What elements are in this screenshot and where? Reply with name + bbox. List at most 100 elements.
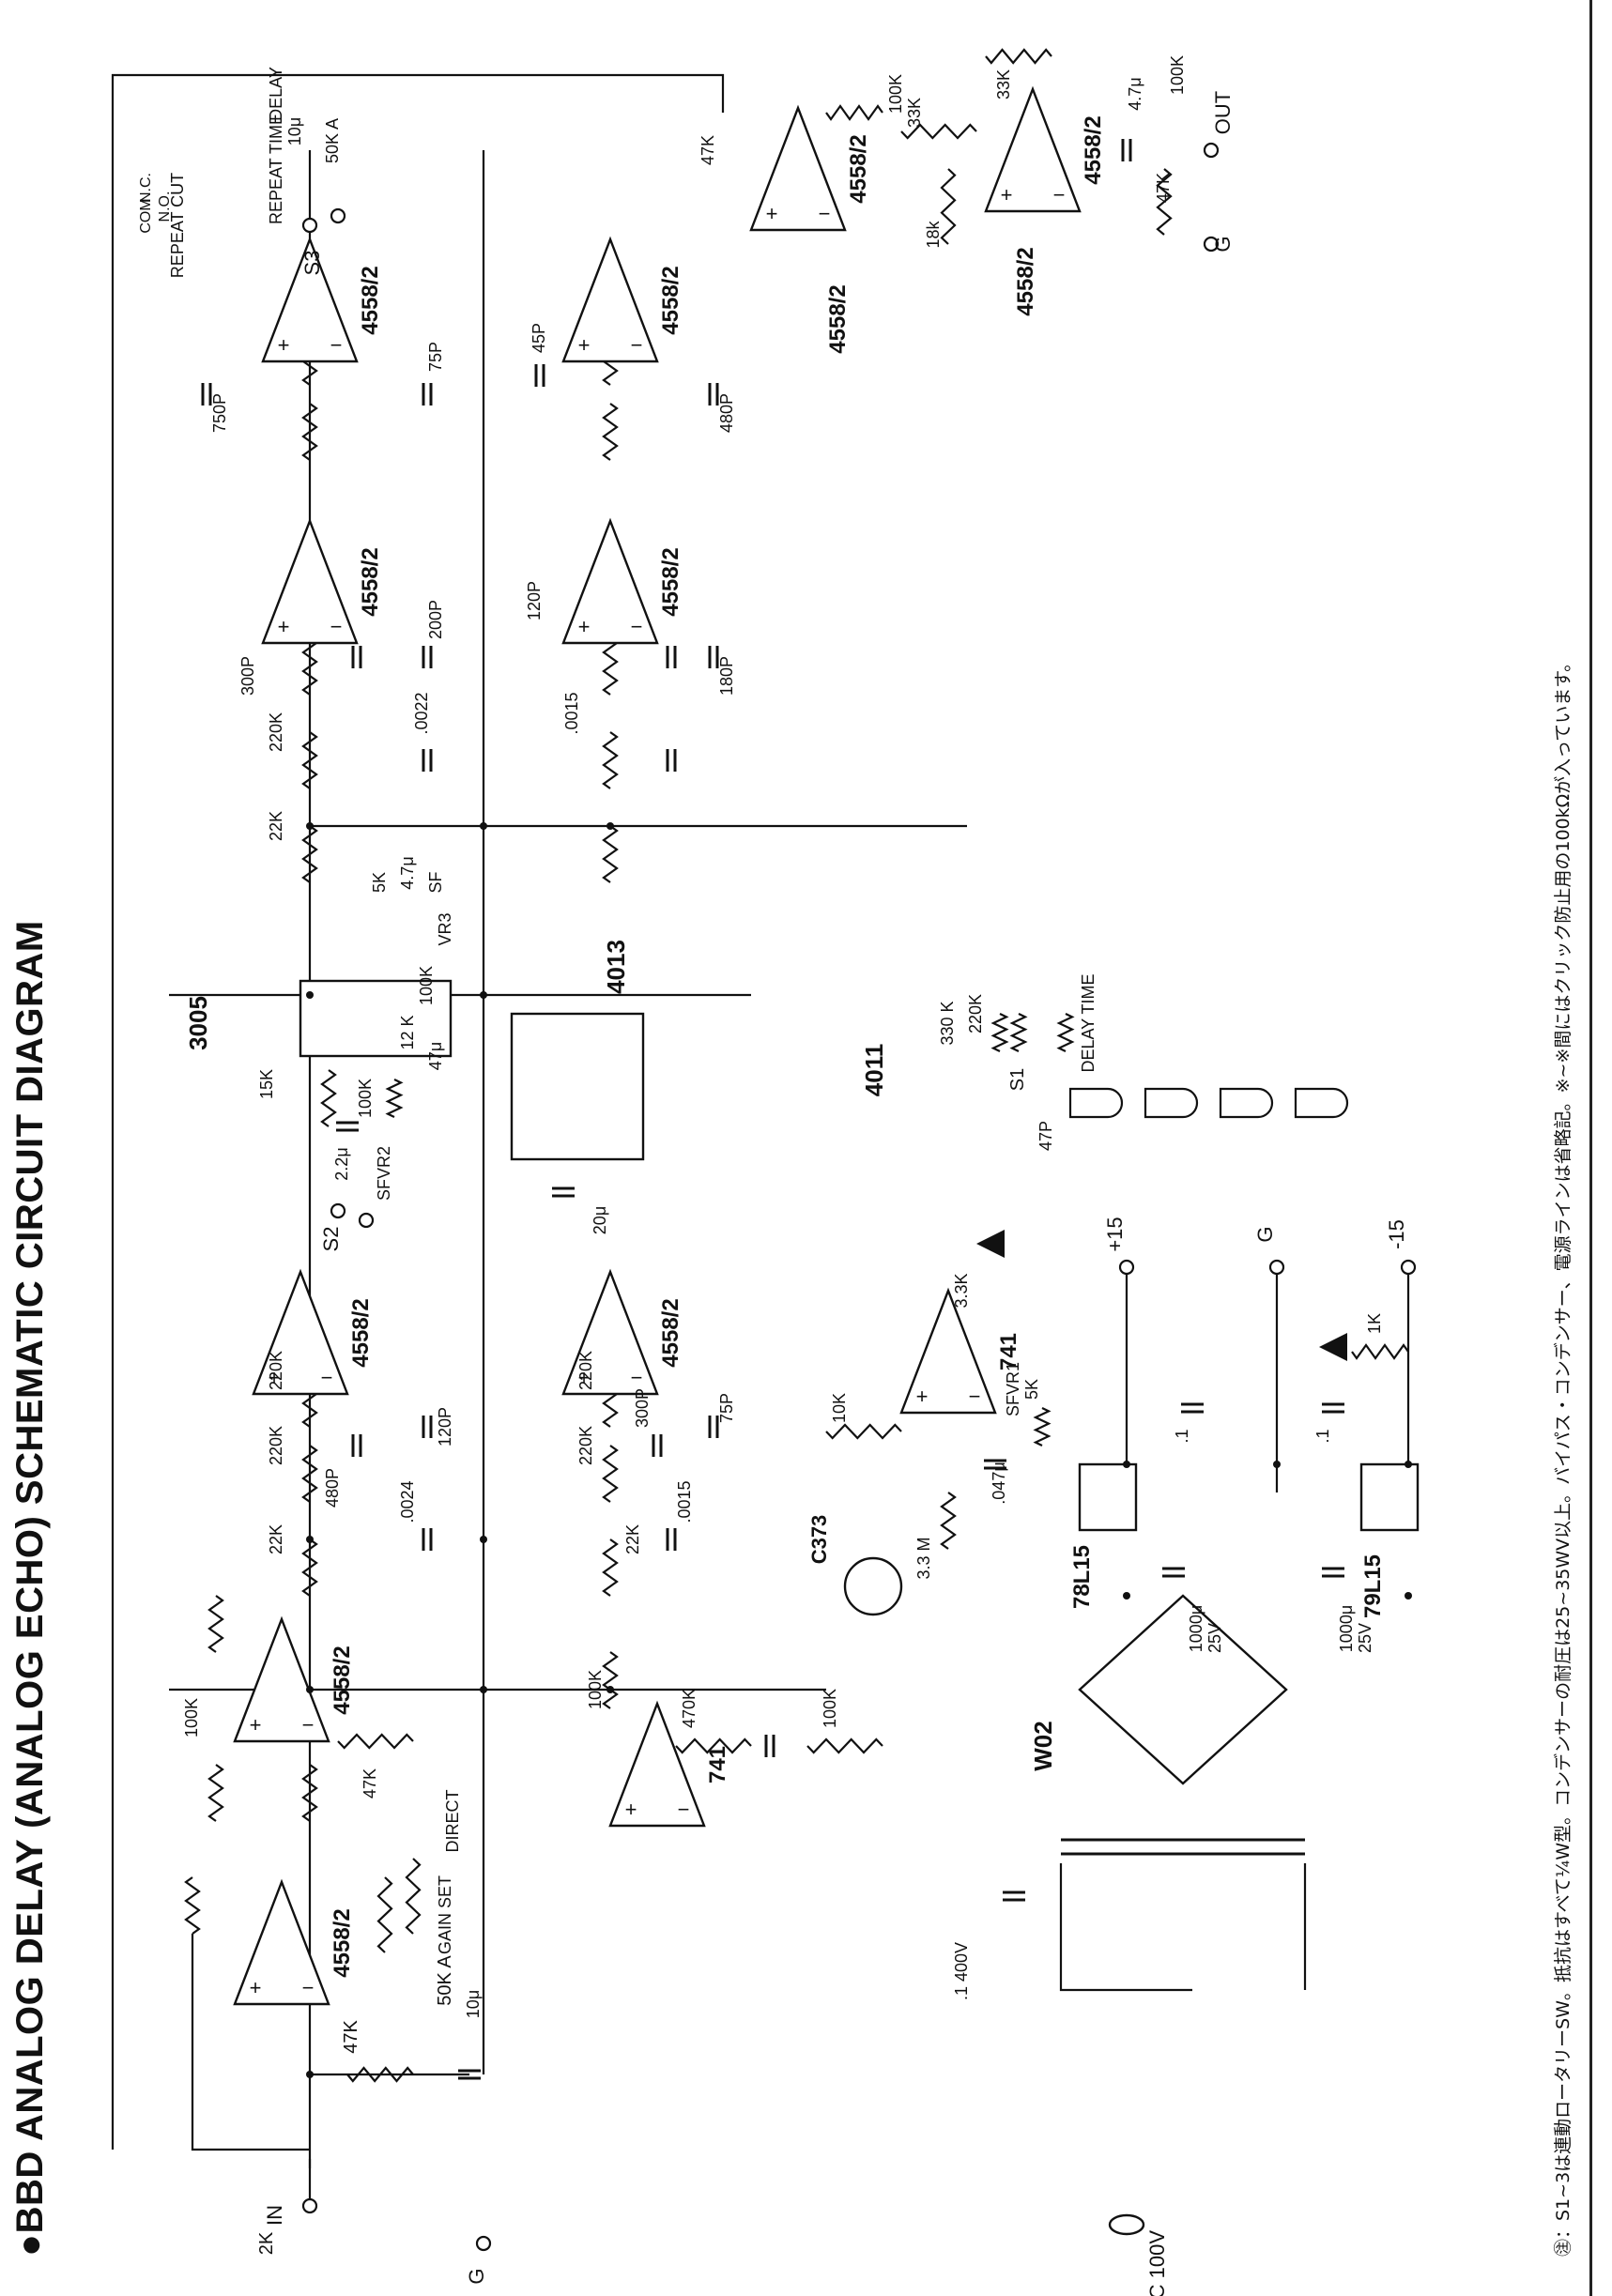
lbl-100k-b: 100K: [356, 1079, 375, 1118]
res-100k-c373: [806, 1737, 883, 1754]
chip-3005: [299, 979, 453, 1058]
pot-50ka-direct: [405, 1858, 422, 1935]
lbl-78l15: 78L15: [1069, 1545, 1095, 1609]
res-3m3: [940, 1492, 957, 1550]
plus-15-terminal: [1118, 1259, 1135, 1276]
lbl-g-in: G: [465, 2268, 488, 2284]
lbl-47u: 47μ: [426, 1042, 445, 1070]
opamp-sum-body: [233, 1615, 330, 1743]
res-100k-741: [602, 1651, 619, 1709]
ground-in-jack: [475, 2235, 492, 2252]
lbl-delay: DELAY: [267, 67, 285, 121]
lbl-75p-u: 75P: [426, 342, 445, 372]
lbl-4u7-sf: 4.7μ: [398, 856, 417, 889]
lbl-15k: 15K: [257, 1069, 276, 1099]
lbl-47k-sum: 47K: [361, 1768, 379, 1799]
res-100k-osc: [1056, 1013, 1075, 1052]
lbl-4u7-out: 4.7μ: [1126, 77, 1144, 110]
lbl-220k-l2: 220K: [267, 1351, 285, 1390]
ground-pwr-terminal: [1268, 1259, 1285, 1276]
in-jack: [301, 2197, 318, 2214]
opamp-741b: +−: [899, 1287, 997, 1415]
nand-gate: [1219, 1087, 1274, 1119]
res-15k: [320, 1069, 337, 1127]
junction-dot: [1405, 1592, 1412, 1600]
res-100k-sum-a: [207, 1764, 224, 1822]
lbl-0015-m: .0015: [675, 1480, 694, 1523]
opamp-out2-plus: +: [1001, 183, 1013, 207]
junction-dot: [306, 2071, 314, 2078]
wire: [191, 1934, 310, 2151]
lbl-22k-l1: 22K: [267, 1524, 285, 1554]
res-1k: [1351, 1343, 1409, 1360]
lbl-100k-out2: 100K: [886, 74, 905, 114]
lbl-g-pwr: G: [1253, 1226, 1277, 1242]
lbl-79l15: 79L15: [1360, 1554, 1386, 1618]
lbl-u-out1b: 4558/2: [825, 284, 851, 353]
res-220k-u4: [602, 637, 619, 696]
lbl-3005: 3005: [184, 996, 212, 1050]
res-220k-u7: [602, 403, 619, 461]
res-22k-l1: [301, 1538, 318, 1597]
res-470k: [675, 1737, 752, 1754]
opamp-out2-label: 4558/2: [1081, 115, 1106, 184]
lbl-47k-out: 47K: [699, 135, 717, 165]
lbl-s2: S2: [319, 1227, 343, 1252]
lbl-50ka: 50K A: [435, 1955, 455, 2006]
opamp-741a-plus: +: [625, 1798, 637, 1821]
res-22k-u1: [301, 825, 318, 883]
res-10k-741b: [825, 1423, 902, 1440]
opamp-741a: +−: [608, 1700, 706, 1828]
opamp-out1-body: [749, 104, 847, 232]
junction-dot: [606, 822, 614, 830]
opamp-741a-minus: −: [678, 1798, 690, 1821]
lbl-gain-set: GAIN SET: [436, 1875, 454, 1954]
lbl-1000u-a: 1000μ: [1187, 1605, 1205, 1652]
lbl-100k-c: 100K: [821, 1689, 839, 1728]
lbl-47k: 47K: [341, 2020, 361, 2054]
lbl-12k: 12 K: [398, 1015, 417, 1049]
opamp-lp1: +−: [252, 1268, 349, 1396]
ground-out-jack: [1203, 236, 1220, 253]
lbl-01a: .1: [1173, 1429, 1191, 1443]
res-100k-fb: [207, 1595, 224, 1653]
lbl-180p: 180P: [717, 656, 736, 696]
opamp-741b-minus: −: [969, 1385, 981, 1408]
lbl-1k: 1K: [1365, 1313, 1384, 1334]
lbl-delay-time: DELAY TIME: [1079, 973, 1098, 1072]
opamp-lpo4: +−: [561, 236, 659, 363]
page-border: [1589, 0, 1592, 2296]
bridge-rectifier: [1078, 1594, 1288, 1785]
res-22k-m1: [602, 1538, 619, 1597]
lbl-18k: 18k: [924, 220, 943, 248]
junction-dot: [480, 1536, 487, 1543]
opamp-lp1-label: 4558/2: [348, 1298, 374, 1367]
res-100k-gain: [376, 1876, 393, 1953]
lbl-220k-m2: 220K: [576, 1351, 595, 1390]
res-47k-in: [346, 2066, 414, 2083]
opamp-lp2-plus: +: [578, 1366, 591, 1389]
opamp-741b-label: 741: [996, 1333, 1021, 1370]
junction-dot: [1273, 1461, 1281, 1468]
junction-dot: [480, 822, 487, 830]
lbl-direct: DIRECT: [443, 1789, 462, 1852]
res-330k-osc: [1009, 1013, 1028, 1052]
lbl-20u: 20μ: [591, 1206, 609, 1234]
res-100k-bias: [385, 1079, 404, 1118]
ac-plug: [1108, 2213, 1145, 2236]
opamp-lpo3: +−: [261, 236, 359, 363]
led-indicator: [976, 1230, 1005, 1258]
lbl-220k-m1: 220K: [576, 1426, 595, 1465]
opamp-lpo1: +−: [261, 517, 359, 645]
res-100k-sum-b: [301, 1764, 318, 1822]
res-220k-osc: [990, 1013, 1009, 1052]
lbl-750p: 750P: [210, 393, 229, 433]
lbl-330k-osc: 330 K: [938, 1001, 957, 1045]
lbl-plus15: +15: [1103, 1217, 1127, 1251]
opamp-lpo1-plus: +: [278, 615, 290, 638]
lbl-047: .047μ: [990, 1462, 1008, 1504]
wiring: [111, 73, 1410, 2199]
lbl-33k-fb: 33K: [994, 69, 1013, 99]
lbl-0015-u: .0015: [562, 692, 581, 734]
